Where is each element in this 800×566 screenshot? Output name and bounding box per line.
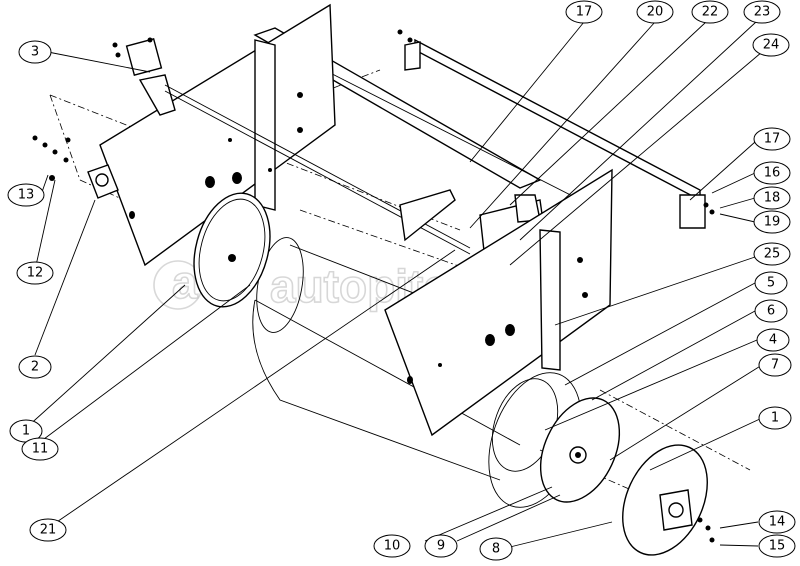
svg-text:19: 19 — [764, 215, 781, 230]
svg-text:22: 22 — [702, 5, 719, 20]
svg-text:1: 1 — [771, 411, 779, 426]
svg-text:1: 1 — [22, 424, 30, 439]
callout-21: 21 — [29, 518, 67, 542]
svg-text:24: 24 — [763, 38, 780, 53]
callout-3: 3 — [18, 40, 52, 64]
callout-17-right: 17 — [753, 127, 791, 151]
callout-14: 14 — [758, 510, 796, 534]
svg-text:18: 18 — [764, 191, 781, 206]
callout-19: 19 — [753, 210, 791, 234]
svg-text:15: 15 — [769, 539, 786, 554]
svg-text:14: 14 — [769, 515, 786, 530]
svg-text:9: 9 — [437, 539, 445, 554]
svg-text:8: 8 — [492, 542, 500, 557]
callout-1-left: 1 — [9, 419, 43, 443]
disc-left — [193, 192, 271, 308]
svg-text:21: 21 — [40, 523, 57, 538]
callout-10: 10 — [373, 534, 411, 558]
callout-2: 2 — [18, 355, 52, 379]
leader-lines — [25, 21, 763, 548]
callout-8: 8 — [479, 537, 513, 561]
svg-text:20: 20 — [647, 5, 664, 20]
svg-text:6: 6 — [767, 304, 775, 319]
callout-15: 15 — [758, 534, 796, 558]
bearing-left — [87, 164, 119, 199]
disc-right-outer — [622, 444, 708, 556]
callout-22: 22 — [691, 0, 729, 24]
callout-9: 9 — [424, 534, 458, 558]
svg-text:4: 4 — [769, 333, 777, 348]
callout-24: 24 — [752, 33, 790, 57]
svg-text:17: 17 — [576, 5, 593, 20]
callout-25: 25 — [753, 242, 791, 266]
callout-18: 18 — [753, 186, 791, 210]
svg-text:17: 17 — [764, 132, 781, 147]
callout-1-right: 1 — [758, 406, 792, 430]
callout-4: 4 — [756, 328, 790, 352]
callout-6: 6 — [754, 299, 788, 323]
svg-text:12: 12 — [27, 266, 44, 281]
svg-text:23: 23 — [754, 5, 771, 20]
callout-20: 20 — [636, 0, 674, 24]
callout-23: 23 — [743, 0, 781, 24]
callout-16: 16 — [753, 161, 791, 185]
left-side-plate — [99, 3, 336, 267]
disc-right-inner — [539, 397, 621, 503]
svg-text:25: 25 — [764, 247, 781, 262]
svg-text:7: 7 — [771, 358, 779, 373]
bolts-top-left — [32, 29, 715, 543]
svg-text:13: 13 — [18, 188, 35, 203]
right-side-plate — [384, 168, 613, 437]
callout-17-top: 17 — [565, 0, 603, 24]
callout-13: 13 — [7, 183, 45, 207]
callout-7: 7 — [758, 353, 792, 377]
callout-11: 11 — [21, 437, 59, 461]
svg-text:2: 2 — [31, 360, 39, 375]
svg-text:16: 16 — [764, 166, 781, 181]
svg-text:3: 3 — [31, 45, 39, 60]
svg-text:5: 5 — [767, 276, 775, 291]
svg-text:11: 11 — [32, 442, 49, 457]
callout-5: 5 — [754, 271, 788, 295]
callout-12: 12 — [16, 261, 54, 285]
svg-text:10: 10 — [384, 539, 401, 554]
